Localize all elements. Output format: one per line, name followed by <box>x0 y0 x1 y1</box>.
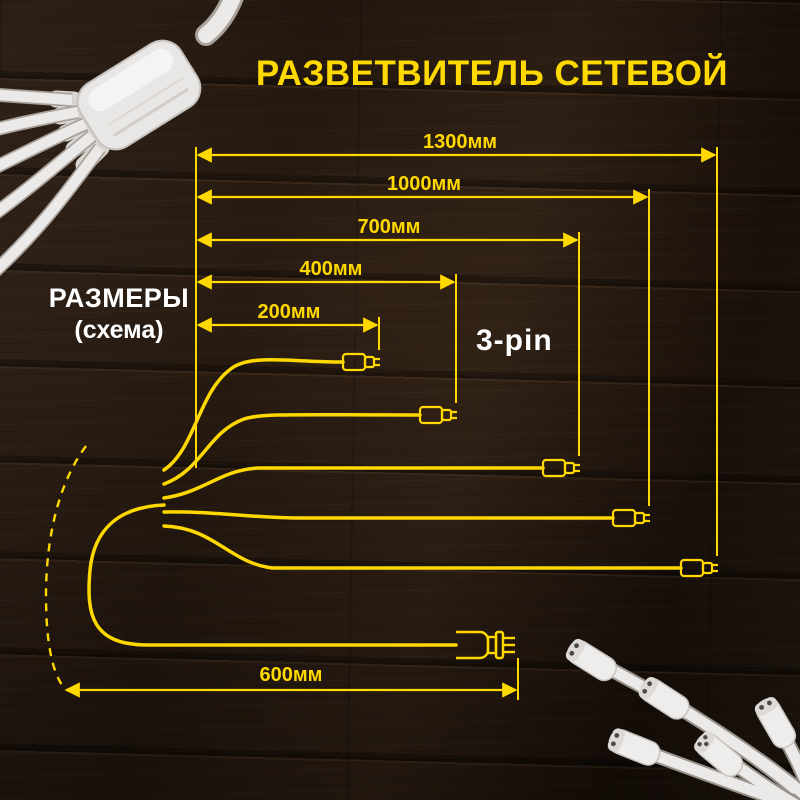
connector-700 <box>541 458 580 478</box>
cable-200 <box>162 357 345 472</box>
schematic-cables <box>87 357 683 647</box>
dim-label-600: 600мм <box>260 664 323 686</box>
dim-label-400: 400мм <box>300 258 363 280</box>
photo-connector-4 <box>694 731 744 778</box>
dimensions-caption: РАЗМЕРЫ (схема) <box>30 283 208 345</box>
photo-connector-1 <box>565 638 617 682</box>
splitter-output-cables <box>0 87 106 277</box>
dimensions-caption-line2: (схема) <box>74 316 164 344</box>
photo-connector-5 <box>754 697 797 749</box>
dim-label-700: 700мм <box>358 216 421 238</box>
splitter-body <box>76 39 202 151</box>
cables-photo <box>565 638 800 800</box>
pin-type-label: 3-pin <box>476 324 553 357</box>
dim-label-1300: 1300мм <box>423 131 497 153</box>
dimension-lines <box>64 147 717 698</box>
dim-label-1000: 1000мм <box>387 173 461 195</box>
photo-connector-3 <box>607 728 661 766</box>
schematic: 1300мм 1000мм 700мм 400мм 200мм 600мм <box>44 131 718 700</box>
splitter-photo <box>0 0 244 277</box>
cable-700 <box>162 466 545 500</box>
connector-200 <box>341 352 380 372</box>
power-plug-symbol <box>456 630 515 660</box>
dashed-measure-curve <box>44 445 87 689</box>
cable-1300 <box>162 524 683 570</box>
cable-input-600 <box>87 503 458 647</box>
extension-lines <box>195 147 718 700</box>
connector-1300 <box>679 558 718 578</box>
connector-1000 <box>611 508 650 528</box>
cable-400 <box>162 412 422 486</box>
page-title: РАЗВЕТВИТЕЛЬ СЕТЕВОЙ <box>255 54 729 93</box>
splitter-main-cable <box>198 0 241 43</box>
photo-connector-2 <box>638 676 690 720</box>
dimensions-caption-line1: РАЗМЕРЫ <box>48 283 190 313</box>
dim-label-200: 200мм <box>258 301 321 323</box>
branch-connectors <box>341 352 718 578</box>
cable-1000 <box>162 510 615 520</box>
connector-400 <box>418 405 457 425</box>
